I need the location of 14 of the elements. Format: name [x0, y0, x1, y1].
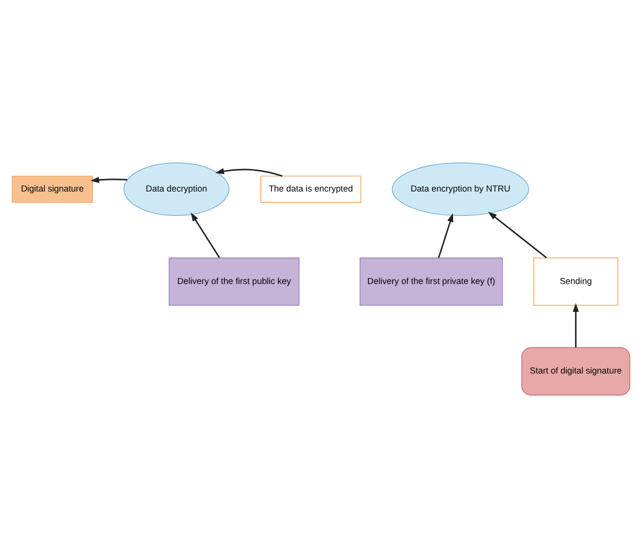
node-box: Delivery of the first private key (f) [360, 256, 503, 306]
node-box: Digital signature [12, 175, 93, 202]
node-ellipse: Data encryption by NTRU [392, 162, 530, 216]
arrow [215, 168, 283, 176]
node-box: Delivery of the first public key [168, 256, 300, 306]
node-box: Start of digital signature [521, 346, 630, 395]
arrow [488, 211, 547, 258]
arrow [438, 212, 454, 258]
arrow [572, 302, 579, 347]
node-box: The data is encrypted [260, 175, 362, 202]
node-ellipse: Data decryption [124, 162, 230, 216]
arrow [190, 212, 220, 258]
arrow [90, 176, 128, 182]
node-box: Sending [533, 256, 618, 306]
